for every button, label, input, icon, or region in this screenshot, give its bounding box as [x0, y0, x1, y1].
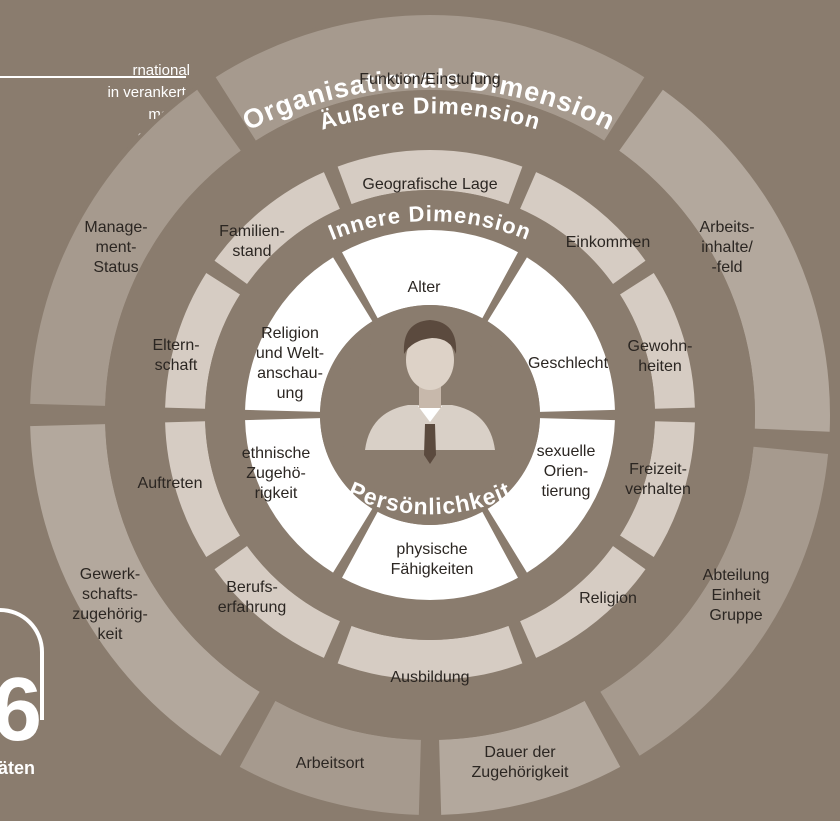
outer-sector [619, 89, 830, 432]
outer-sector [215, 15, 645, 141]
middle-label-religion-aussen: Religion [579, 590, 637, 607]
outer-label-arbeitsinhalte: Arbeits-inhalte/-feld [699, 219, 754, 276]
inner-sector [245, 257, 373, 412]
inner-sector [342, 230, 518, 319]
person-icon [365, 320, 495, 464]
outer-label-management: Manage-ment-Status [84, 219, 147, 276]
outer-label-gewerkschaft: Gewerk-schafts-zugehörig-keit [72, 566, 148, 643]
middle-label-elternschaft: Eltern-schaft [152, 337, 199, 374]
middle-sector [214, 545, 340, 658]
middle-sector [520, 172, 646, 285]
side-text-line: in verankert. [107, 84, 190, 101]
middle-sector [520, 545, 646, 658]
inner-sector [487, 418, 615, 573]
inner-sector [487, 257, 615, 412]
middle-sector [214, 172, 340, 285]
middle-sector [619, 273, 695, 409]
outer-label-funktion: Funktion/Einstufung [359, 71, 500, 88]
badge-arc [0, 608, 44, 720]
outer-label-arbeitsort: Arbeitsort [296, 755, 365, 772]
segment-labels: Funktion/EinstufungArbeits-inhalte/-feld… [72, 71, 769, 781]
outer-sector [30, 89, 241, 406]
middle-sector [619, 421, 695, 557]
middle-sector [337, 150, 523, 205]
middle-label-einkommen: Einkommen [566, 234, 650, 251]
inner-sector [245, 418, 373, 573]
inner-label-alter: Alter [408, 279, 442, 296]
middle-label-ausbildung: Ausbildung [390, 669, 469, 686]
middle-sector [165, 421, 241, 557]
middle-label-auftreten: Auftreten [138, 475, 203, 492]
side-text-line: rnational [132, 62, 190, 79]
outer-sector [30, 424, 260, 756]
middle-label-familienstand: Familien-stand [219, 223, 285, 260]
outer-sector [239, 700, 421, 815]
outer-sector [600, 446, 829, 756]
middle-label-geografische-lage: Geografische Lage [362, 176, 497, 193]
middle-sector [337, 625, 523, 680]
side-divider [0, 76, 186, 78]
badge-glyph: 6 [0, 660, 42, 760]
inner-sector [342, 511, 518, 601]
badge-label: äten [0, 758, 35, 778]
inner-label-geschlecht: Geschlecht [528, 355, 609, 372]
middle-label-berufserfahrung: Berufs-erfahrung [218, 579, 287, 616]
middle-label-gewohnheiten: Gewohn-heiten [628, 338, 693, 375]
middle-label-freizeitverhalten: Freizeit-verhalten [625, 461, 691, 498]
middle-sector [165, 273, 241, 409]
outer-sector [439, 700, 621, 815]
corner-badge: 6 äten [0, 608, 44, 778]
